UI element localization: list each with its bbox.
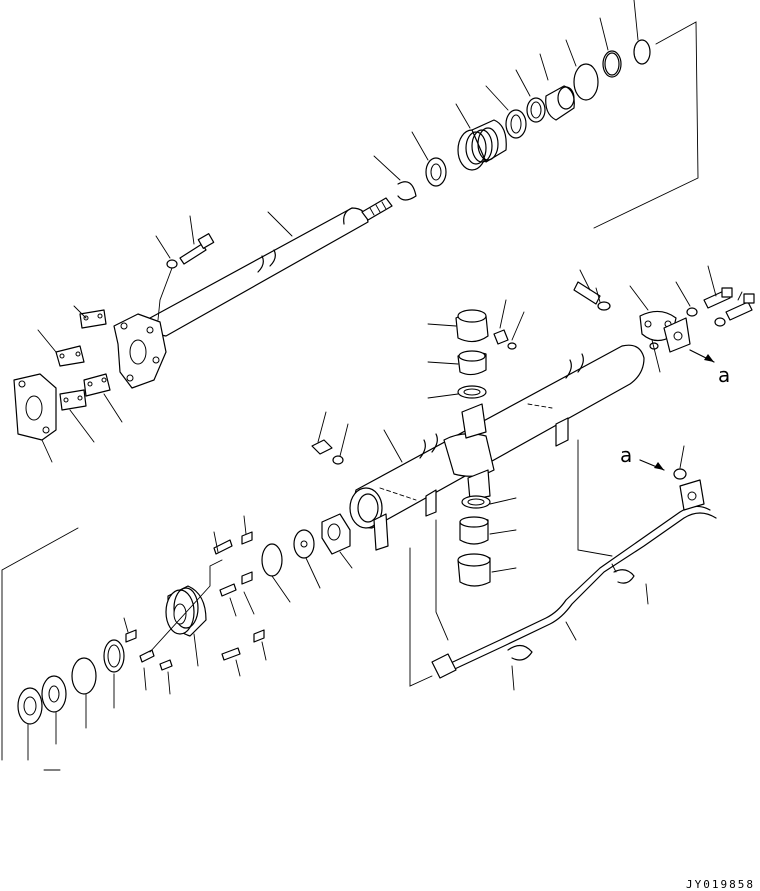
o-ring bbox=[602, 50, 622, 78]
bushing bbox=[71, 657, 97, 695]
shim-plates bbox=[13, 305, 123, 463]
snap-ring bbox=[397, 181, 417, 201]
bolt bbox=[179, 243, 207, 265]
view-label-a-left: a bbox=[620, 443, 632, 467]
trunnion bbox=[443, 433, 495, 477]
rod-thread bbox=[361, 197, 393, 221]
seal bbox=[573, 63, 599, 101]
cylinder-head-assembly bbox=[1, 513, 353, 771]
ring bbox=[261, 543, 283, 577]
cylinder-tube-assembly: a bbox=[311, 265, 755, 551]
tube-mouth bbox=[349, 487, 383, 529]
bushing bbox=[545, 85, 575, 121]
drawing-code: JY019858 bbox=[686, 878, 755, 891]
washer bbox=[166, 259, 178, 269]
cylinder-tube bbox=[351, 344, 645, 529]
piston-rod-assembly bbox=[113, 0, 699, 389]
view-label-a-right: a bbox=[718, 363, 730, 387]
backup-ring bbox=[633, 39, 651, 65]
piston-rod bbox=[149, 207, 369, 337]
hydraulic-hose: a bbox=[409, 439, 717, 691]
cap-parts bbox=[427, 299, 525, 587]
hose-fitting bbox=[431, 653, 457, 679]
nut bbox=[311, 439, 333, 455]
bolt bbox=[573, 281, 601, 305]
